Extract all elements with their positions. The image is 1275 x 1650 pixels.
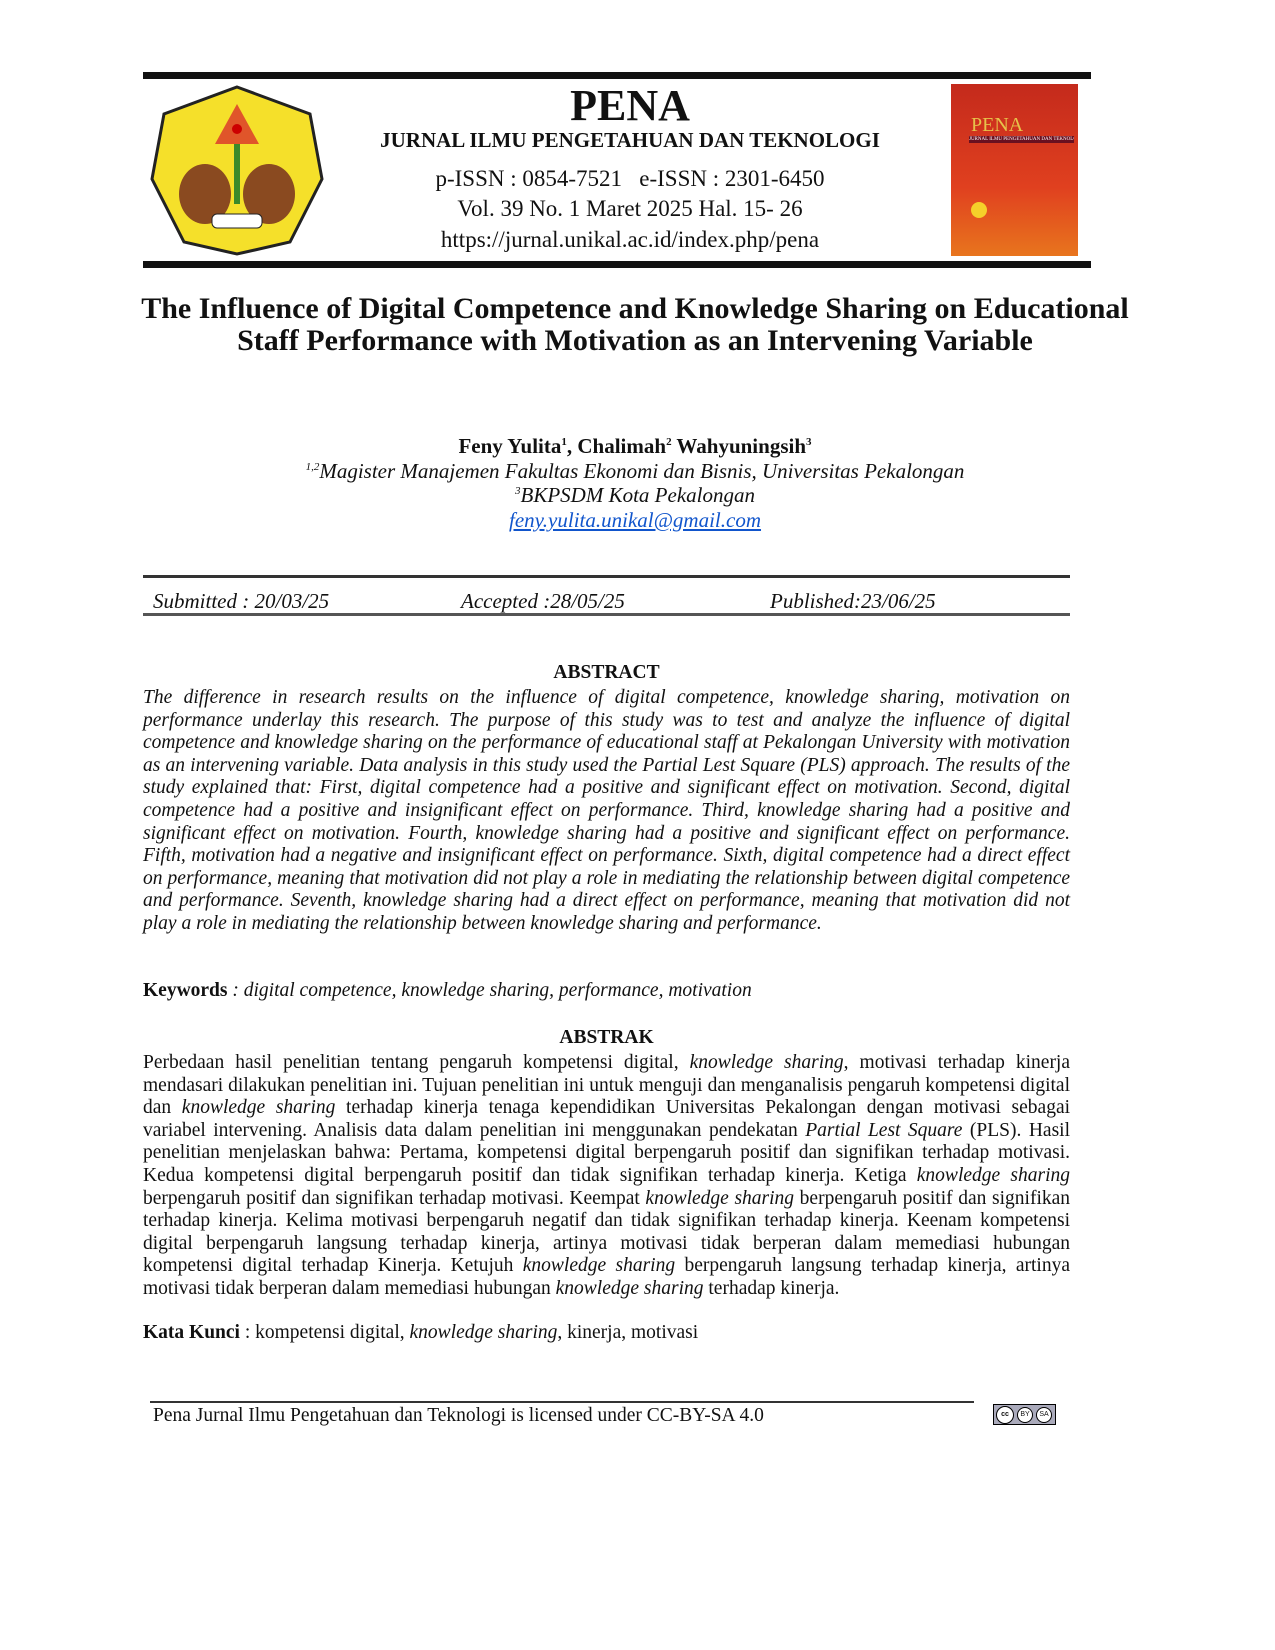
dates-top-rule (143, 575, 1070, 578)
university-logo (150, 84, 324, 256)
journal-subtitle: JURNAL ILMU PENGETAHUAN DAN TEKNOLOGI (380, 128, 880, 152)
author-3: Wahyuningsih (671, 434, 807, 458)
affiliation-1-sup: 1,2 (305, 461, 320, 473)
cover-logo (971, 202, 987, 218)
affiliation-1-text: Magister Manajemen Fakultas Ekonomi dan … (319, 459, 965, 483)
footer-rule (150, 1401, 974, 1403)
keywords-label: Keywords (143, 980, 228, 1001)
italic-term: Partial Lest Square (805, 1119, 963, 1141)
journal-url[interactable]: https://jurnal.unikal.ac.id/index.php/pe… (440, 227, 820, 252)
journal-cover: PENA JURNAL ILMU PENGETAHUAN DAN TEKNOLO… (951, 84, 1078, 256)
text-segment: (PLS). Hasil penelitian menjelaskan bahw… (143, 1119, 1071, 1186)
italic-term: knowledge sharing (645, 1187, 795, 1209)
submitted-date: Submitted : 20/03/25 (153, 589, 330, 613)
italic-term: knowledge sharing (689, 1052, 844, 1073)
email-text[interactable]: feny.yulita.unikal@gmail.com (508, 508, 762, 532)
cc-icon: cc (996, 1405, 1014, 1424)
affiliation-2-sup: 3 (515, 485, 521, 497)
header-bottom-rule (143, 261, 1091, 268)
text-segment: terhadap kinerja. (703, 1277, 840, 1299)
kata-kunci-label: Kata Kunci (143, 1322, 240, 1343)
text-segment: terhadap kinerja tenaga kependidikan Uni… (143, 1097, 1071, 1141)
abstrak-heading: ABSTRAK (559, 1027, 654, 1048)
text-segment: berpengaruh langsung terhadap kinerja, a… (143, 1255, 1070, 1299)
accepted-date: Accepted :28/05/25 (461, 589, 625, 613)
italic-term: knowledge sharing (409, 1322, 558, 1343)
affiliation-2: 3BKPSDM Kota Pekalongan (140, 483, 1130, 508)
text-segment: berpengaruh positif dan signifikan terha… (143, 1187, 1071, 1277)
kata-kunci-text: : kompetensi digital, knowledge sharing,… (240, 1322, 698, 1343)
italic-term: knowledge sharing (555, 1277, 704, 1299)
italic-term: knowledge sharing (181, 1097, 336, 1119)
article-title: The Influence of Digital Competence and … (141, 292, 1129, 357)
abstrak-keywords: Kata Kunci : kompetensi digital, knowled… (143, 1322, 698, 1344)
italic-term: knowledge sharing (522, 1255, 676, 1277)
issn: p-ISSN : 0854-7521 e-ISSN : 2301-6450 (435, 166, 825, 191)
author-1: Feny Yulita (458, 434, 562, 458)
volume-info: Vol. 39 No. 1 Maret 2025 Hal. 15- 26 (457, 196, 803, 221)
by-icon: BY (1017, 1406, 1033, 1423)
dates-bottom-rule (143, 613, 1070, 616)
affiliation-2-text: BKPSDM Kota Pekalongan (520, 483, 755, 507)
journal-name: PENA (570, 81, 690, 130)
author-email-link[interactable]: feny.yulita.unikal@gmail.com (140, 508, 1130, 533)
authors: Feny Yulita1, Chalimah2 Wahyuningsih3 (140, 434, 1130, 459)
text-segment: berpengaruh positif dan signifikan terha… (143, 1187, 646, 1209)
abstract-text: The difference in research results on th… (143, 687, 1070, 934)
author-1-sup: 1 (561, 436, 567, 448)
license-text: Pena Jurnal Ilmu Pengetahuan dan Teknolo… (153, 1405, 764, 1426)
abstrak-text: Perbedaan hasil penelitian tentang penga… (143, 1052, 1070, 1301)
header-top-rule (143, 72, 1091, 79)
published-date: Published:23/06/25 (770, 589, 936, 613)
affiliation-1: 1,2Magister Manajemen Fakultas Ekonomi d… (140, 459, 1130, 484)
cc-by-sa-badge[interactable]: cc BY SA (993, 1404, 1056, 1425)
text-segment: Perbedaan hasil penelitian tentang penga… (143, 1052, 690, 1073)
italic-term: knowledge sharing (916, 1164, 1071, 1186)
author-3-sup: 3 (806, 436, 812, 448)
author-2-sup: 2 (666, 436, 672, 448)
cover-subtitle: JURNAL ILMU PENGETAHUAN DAN TEKNOLOGI (969, 136, 1074, 143)
text-segment: , motivasi terhadap kinerja mendasari di… (143, 1052, 1071, 1119)
sa-icon: SA (1036, 1406, 1052, 1423)
text-segment: , kinerja, motivasi (557, 1322, 699, 1343)
author-2: , Chalimah (566, 434, 667, 458)
abstract-heading: ABSTRACT (553, 662, 660, 683)
keywords-text: : digital competence, knowledge sharing,… (227, 980, 752, 1001)
text-segment: : kompetensi digital, (239, 1322, 410, 1343)
abstract-keywords: Keywords : digital competence, knowledge… (143, 980, 752, 1002)
cover-title: PENA (971, 114, 1024, 136)
